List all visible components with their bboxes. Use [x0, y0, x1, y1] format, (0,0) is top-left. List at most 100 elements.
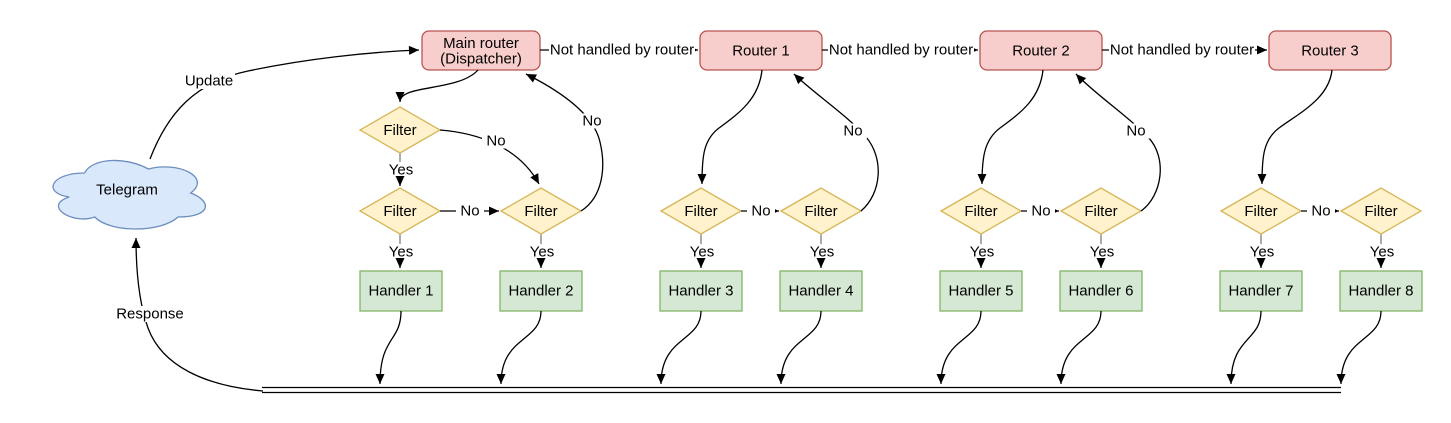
- filter-diamond: [1339, 187, 1423, 235]
- dispatcher-to-filter-edge: [395, 69, 479, 103]
- filter-node: Filter: [1339, 187, 1423, 235]
- return-no-edge-dispatcher: No: [525, 73, 606, 212]
- no-label-bg: [1122, 123, 1150, 139]
- no-label-bg: [482, 133, 510, 149]
- handler-6-label: Handler 6: [1068, 283, 1133, 300]
- yes-label-bg: [386, 162, 416, 178]
- handler-6-node: Handler 6: [1059, 270, 1143, 312]
- not-handled-label-1: Not handled by router: [550, 42, 694, 59]
- filter-yes-edge: Yes: [386, 153, 416, 186]
- yes-label-bg: [1087, 244, 1117, 260]
- yes-label-bg: [386, 244, 416, 260]
- update-edge: [149, 45, 420, 160]
- filter-label: Filter: [1364, 203, 1397, 220]
- yes-label-bg: [687, 244, 717, 260]
- handler-3-node: Handler 3: [659, 270, 743, 312]
- yes-label: Yes: [1370, 244, 1394, 261]
- handler-2-drop-edge: [496, 310, 542, 385]
- filter-node: Filter: [358, 187, 442, 235]
- not-handled-label-bg-2: [828, 42, 974, 58]
- yes-label: Yes: [690, 244, 714, 261]
- return-no-curve: [793, 73, 879, 212]
- yes-label: Yes: [389, 162, 413, 179]
- no-label-bg: [456, 203, 484, 219]
- handler-3-label: Handler 3: [668, 283, 733, 300]
- filter-node: Filter: [659, 187, 743, 235]
- response-bus: [262, 386, 1341, 394]
- handler-1-label: Handler 1: [368, 283, 433, 300]
- response-label-bg: [117, 306, 183, 322]
- filter-yes-edge: Yes: [386, 234, 416, 268]
- yes-label-bg: [1247, 244, 1277, 260]
- router-3-node: Router 3: [1268, 30, 1392, 71]
- handler-6-drop-edge: [1056, 310, 1102, 385]
- not-handled-label-bg-1: [549, 42, 695, 58]
- router-1-node: Router 1: [699, 30, 823, 71]
- handler-8-box: [1339, 270, 1423, 312]
- handler-8-node: Handler 8: [1339, 270, 1423, 312]
- handler-2-label: Handler 2: [508, 283, 573, 300]
- no-label: No: [751, 203, 770, 220]
- return-no-curve: [1075, 73, 1161, 212]
- filter-no-edge: No: [440, 203, 499, 220]
- filter-node: Filter: [779, 187, 863, 235]
- telegram-label: Telegram: [96, 182, 158, 199]
- handler-5-node: Handler 5: [939, 270, 1023, 312]
- not-handled-label-3: Not handled by router: [1110, 42, 1254, 59]
- no-label-bg: [839, 123, 867, 139]
- not-handled-edge-3: Not handled by router: [1102, 42, 1267, 59]
- filter-yes-edge: Yes: [527, 234, 557, 268]
- yes-label-bg: [527, 244, 557, 260]
- handler-7-drop-edge: [1226, 310, 1262, 385]
- filter-yes-edge: Yes: [1367, 234, 1397, 268]
- filter-yes-edge: Yes: [1087, 234, 1117, 268]
- filter-label: Filter: [524, 203, 557, 220]
- yes-label: Yes: [810, 244, 834, 261]
- no-label: No: [460, 203, 479, 220]
- handler-4-label: Handler 4: [788, 283, 853, 300]
- filter-node: Filter: [1059, 187, 1143, 235]
- filter-yes-edge: Yes: [687, 234, 717, 268]
- handler-2-node: Handler 2: [499, 270, 583, 312]
- no-label-bg: [1027, 203, 1055, 219]
- filter-label: Filter: [1244, 203, 1277, 220]
- handler-5-box: [939, 270, 1023, 312]
- handler-8-label: Handler 8: [1348, 283, 1413, 300]
- cloud-shape: [52, 159, 207, 230]
- not-handled-label-bg-3: [1109, 42, 1255, 58]
- filter-label: Filter: [964, 203, 997, 220]
- handler-7-label: Handler 7: [1228, 283, 1293, 300]
- yes-label: Yes: [389, 244, 413, 261]
- filter-label: Filter: [383, 203, 416, 220]
- no-label-bg: [1307, 203, 1335, 219]
- yes-label-bg: [807, 244, 837, 260]
- filter-no-edge: No: [1021, 203, 1059, 220]
- router-3-box: [1268, 30, 1392, 71]
- handler-4-drop-edge: [776, 310, 822, 385]
- no-label: No: [1311, 203, 1330, 220]
- filter-node: Filter: [939, 187, 1023, 235]
- response-label: Response: [116, 306, 184, 323]
- no-label: No: [1031, 203, 1050, 220]
- no-label: No: [486, 133, 505, 150]
- no-label: No: [582, 113, 601, 130]
- router-3-label: Router 3: [1301, 43, 1359, 60]
- handler-5-drop-edge: [936, 310, 982, 385]
- router-2-label: Router 2: [1012, 43, 1070, 60]
- telegram-cloud-node: Telegram: [52, 159, 207, 230]
- handler-8-drop-edge: [1336, 310, 1382, 385]
- dispatcher-node: Main router (Dispatcher): [421, 30, 541, 71]
- handler-7-node: Handler 7: [1219, 270, 1303, 312]
- return-no-edge-router-1: No: [793, 73, 879, 212]
- no-label-bg: [578, 113, 606, 129]
- filter-node: Filter: [1219, 187, 1303, 235]
- router-2-to-filter-edge: [977, 69, 1044, 185]
- handler-6-box: [1059, 270, 1143, 312]
- not-handled-edge-1: Not handled by router: [540, 42, 698, 59]
- return-no-edge-router-2: No: [1075, 73, 1161, 212]
- not-handled-edge-2: Not handled by router: [822, 42, 978, 59]
- update-label: Update: [185, 73, 233, 90]
- yes-label: Yes: [530, 244, 554, 261]
- handler-4-node: Handler 4: [779, 270, 863, 312]
